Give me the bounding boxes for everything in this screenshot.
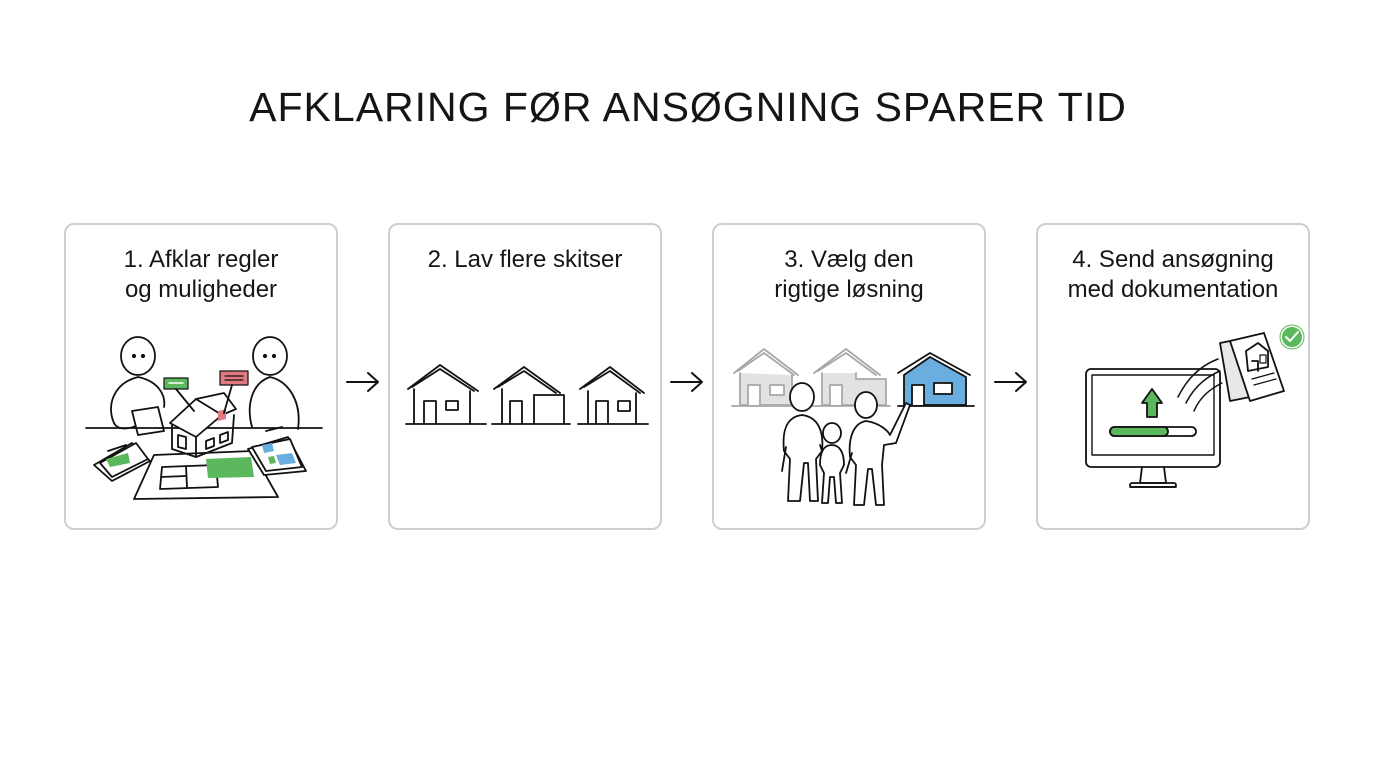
step-card-2: 2. Lav flere skitser	[388, 223, 662, 530]
arrow-right-icon	[670, 372, 703, 392]
family-choosing-house-icon	[731, 348, 975, 506]
people-with-house-model-icon	[85, 336, 323, 500]
arrow-right-icon	[346, 372, 379, 392]
step-4-title: 4. Send ansøgning med dokumentation	[1067, 246, 1279, 303]
page-title: AFKLARING FØR ANSØGNING SPARER TID	[249, 84, 1127, 130]
step-card-3: 3. Vælg den rigtige løsning	[712, 223, 986, 530]
step-card-1: 1. Afklar regler og muligheder	[64, 223, 338, 530]
computer-upload-icon	[1085, 324, 1305, 488]
step-card-4: 4. Send ansøgning med dokumentation	[1036, 223, 1310, 530]
step-3-title: 3. Vælg den rigtige løsning	[774, 246, 924, 303]
arrow-right-icon	[994, 372, 1027, 392]
three-house-sketches-icon	[405, 364, 649, 425]
step-2-title: 2. Lav flere skitser	[427, 246, 623, 273]
step-1-title: 1. Afklar regler og muligheder	[123, 246, 279, 303]
